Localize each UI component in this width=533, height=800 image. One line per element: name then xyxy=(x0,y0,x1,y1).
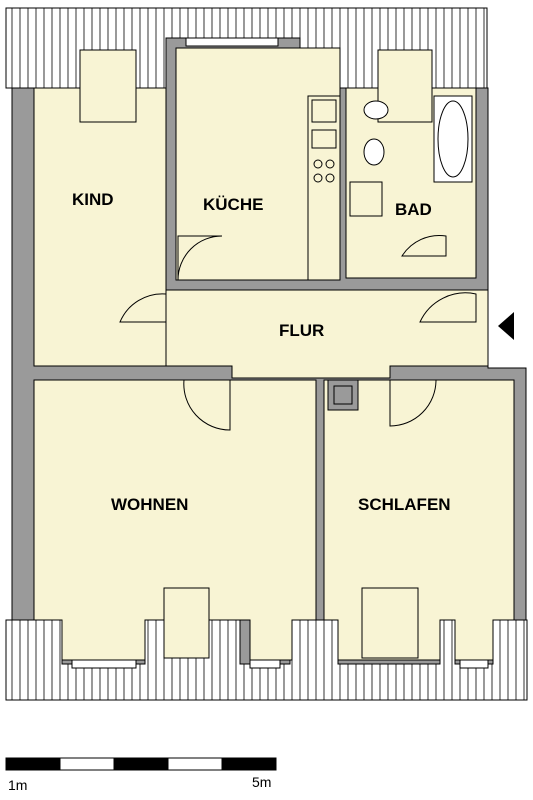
room-label-kueche: KÜCHE xyxy=(203,195,263,214)
dormers xyxy=(79,49,433,659)
floor-wohnen xyxy=(33,379,317,661)
room-label-bad: BAD xyxy=(395,200,432,219)
doors xyxy=(119,235,477,431)
kitchen-counter xyxy=(307,95,341,281)
scale-label-end: 5m xyxy=(252,774,271,790)
floor-kind xyxy=(33,87,167,367)
scale-bar: 1m 5m xyxy=(5,757,277,793)
bathroom-fixtures xyxy=(349,95,473,217)
floor-schlafen xyxy=(323,379,515,661)
windows xyxy=(71,37,489,669)
room-label-schlafen: SCHLAFEN xyxy=(358,495,451,514)
floor-flur xyxy=(165,289,489,379)
room-label-flur: FLUR xyxy=(279,321,324,340)
entrance-arrow-icon xyxy=(498,312,514,340)
room-label-wohnen: WOHNEN xyxy=(111,495,188,514)
scale-label-start: 1m xyxy=(8,777,27,793)
room-label-kind: KIND xyxy=(72,190,114,209)
chimney xyxy=(327,379,359,411)
